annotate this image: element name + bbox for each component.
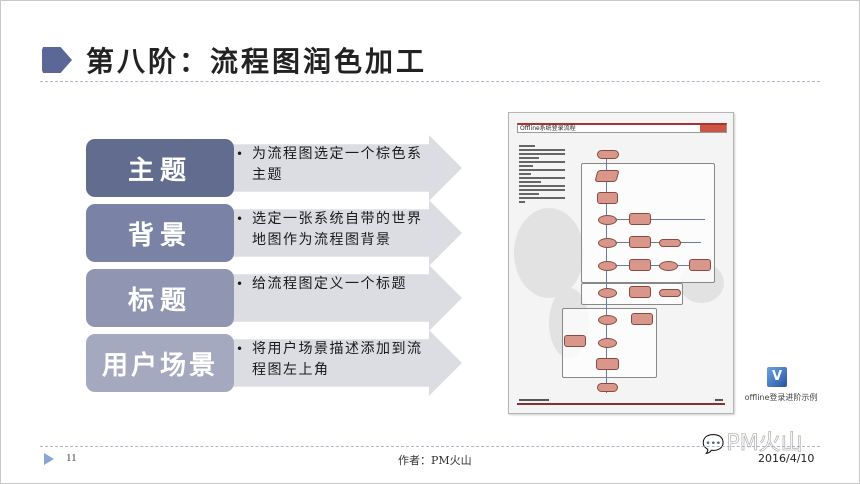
bullet-icon: • (236, 212, 245, 226)
user-scenario-text (519, 145, 565, 205)
bullet-icon: • (236, 342, 245, 356)
flow-node (659, 239, 681, 247)
footer-triangle-icon (44, 453, 54, 465)
flow-node (596, 358, 619, 370)
flow-node (629, 286, 651, 298)
arrow-shape (226, 200, 462, 266)
flow-node (598, 215, 617, 225)
flow-node (597, 192, 618, 204)
step-row-user-scenario: 用户场景 • 将用户场景描述添加到流程图左上角 (86, 330, 462, 396)
flow-node (598, 288, 617, 298)
page-title: 第八阶：流程图润色加工 (86, 45, 428, 78)
flow-node (629, 259, 651, 271)
flow-node (689, 259, 711, 271)
step-row-title: 标题 • 给流程图定义一个标题 (86, 265, 462, 331)
flow-node (631, 313, 653, 325)
flow-node (659, 261, 678, 271)
arrow-shape (226, 265, 462, 331)
arrow-shape (226, 135, 462, 201)
bullet-icon: • (236, 147, 245, 161)
flow-node (597, 383, 618, 392)
flow-node (598, 315, 617, 325)
step-label-theme: 主题 (86, 139, 234, 197)
flow-node (594, 170, 620, 182)
flow-node (598, 238, 617, 248)
page-number: 11 (66, 452, 77, 464)
author-credit: 作者：PM火山 (398, 454, 472, 467)
footer-divider (40, 446, 820, 447)
step-label-background: 背景 (86, 204, 234, 262)
arrow-shape (226, 330, 462, 396)
flow-node (629, 213, 651, 225)
step-description: • 给流程图定义一个标题 (236, 274, 436, 295)
step-row-background: 背景 • 选定一张系统自带的世界地图作为流程图背景 (86, 200, 462, 266)
watermark: 💬PM火山 (702, 431, 803, 457)
flow-node (629, 236, 651, 248)
slide-date: 2016/4/10 (758, 452, 815, 465)
wechat-icon: 💬 (702, 434, 725, 456)
title-divider (40, 81, 820, 82)
step-row-theme: 主题 • 为流程图选定一个棕色系主题 (86, 135, 462, 201)
flow-node (659, 289, 681, 297)
step-label-title: 标题 (86, 269, 234, 327)
flow-node (598, 261, 617, 271)
bullet-icon: • (236, 277, 245, 291)
flowchart-thumbnail[interactable]: Offline系统登录流程 (508, 112, 734, 414)
flow-node (564, 335, 586, 347)
attachment-caption[interactable]: offline登录进阶示例 (744, 393, 818, 402)
step-description: • 选定一张系统自带的世界地图作为流程图背景 (236, 211, 423, 248)
thumbnail-footer-bar (517, 403, 725, 405)
thumbnail-title-bar: Offline系统登录流程 (517, 123, 727, 133)
step-label-user-scenario: 用户场景 (86, 334, 234, 392)
step-description: • 为流程图选定一个棕色系主题 (236, 146, 423, 183)
flow-node (598, 338, 617, 348)
world-map-shape (514, 208, 584, 298)
flow-node (597, 150, 619, 159)
step-description: • 将用户场景描述添加到流程图左上角 (236, 341, 423, 378)
visio-file-icon[interactable]: V (767, 367, 787, 387)
